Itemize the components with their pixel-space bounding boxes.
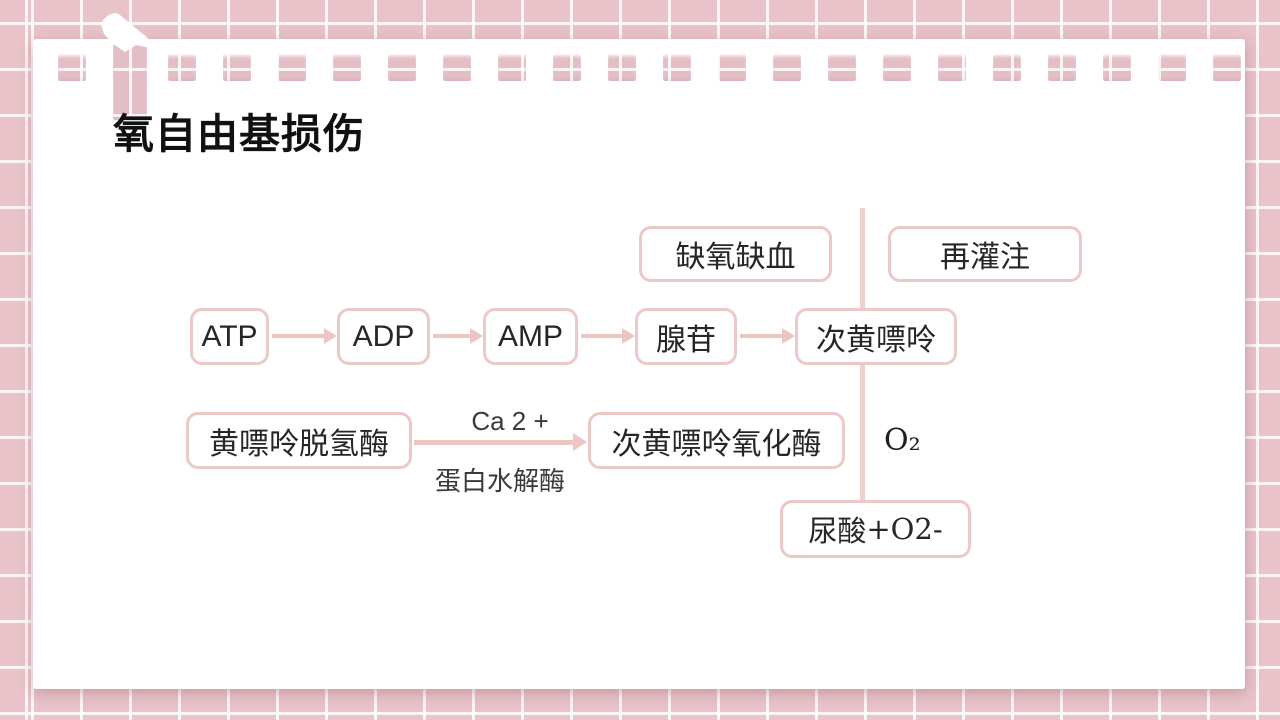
perforation-hole xyxy=(718,54,746,81)
perforation-hole xyxy=(993,54,1021,81)
arrow-atp-to-adp xyxy=(272,328,337,344)
perforation-hole xyxy=(1213,54,1241,81)
perforation-hole xyxy=(1158,54,1186,81)
perforation-hole xyxy=(663,54,691,81)
box-uric-acid: 尿酸+O2- xyxy=(780,500,971,558)
box-reperfusion: 再灌注 xyxy=(888,226,1082,282)
arrow-amp-to-adenosine xyxy=(581,328,635,344)
perforation-hole xyxy=(388,54,416,81)
box-ischemia: 缺氧缺血 xyxy=(639,226,832,282)
slide-title: 氧自由基损伤 xyxy=(113,111,365,157)
perforation-hole xyxy=(553,54,581,81)
perforation-hole xyxy=(1103,54,1131,81)
perforation-hole xyxy=(113,40,147,120)
label-oxygen: O₂ xyxy=(884,423,921,458)
box-xanthine-oxidase: 次黄嘌呤氧化酶 xyxy=(588,412,845,469)
perforation-hole xyxy=(58,54,86,81)
perforation-hole xyxy=(333,54,361,81)
arrow-adp-to-amp xyxy=(433,328,483,344)
box-xanthine-dehydrogenase: 黄嘌呤脱氢酶 xyxy=(186,412,412,469)
box-hypoxanthine: 次黄嘌呤 xyxy=(795,308,957,365)
perforation-hole xyxy=(938,54,966,81)
perforation-hole xyxy=(828,54,856,81)
label-calcium: Ca 2 + xyxy=(471,406,549,436)
torn-corner-decoration xyxy=(101,13,151,53)
perforation-hole xyxy=(608,54,636,81)
box-atp: ATP xyxy=(190,308,269,365)
perforation-hole xyxy=(498,54,526,81)
label-protease: 蛋白水解酶 xyxy=(434,466,565,496)
perforation-hole xyxy=(883,54,911,81)
uric-acid-text: 尿酸 xyxy=(808,516,867,548)
perforation-hole xyxy=(773,54,801,81)
uric-acid-formula: +O2- xyxy=(866,512,943,546)
perforation-hole xyxy=(443,54,471,81)
perforation-hole xyxy=(168,54,196,81)
arrow-dehydrogenase-to-oxidase xyxy=(414,433,587,451)
perforation-hole xyxy=(278,54,306,81)
perforation-hole xyxy=(1048,54,1076,81)
perforation-hole xyxy=(223,54,251,81)
box-adenosine: 腺苷 xyxy=(635,308,737,365)
box-adp: ADP xyxy=(337,308,430,365)
arrow-adenosine-to-hypoxanthine xyxy=(740,328,795,344)
box-amp: AMP xyxy=(483,308,578,365)
